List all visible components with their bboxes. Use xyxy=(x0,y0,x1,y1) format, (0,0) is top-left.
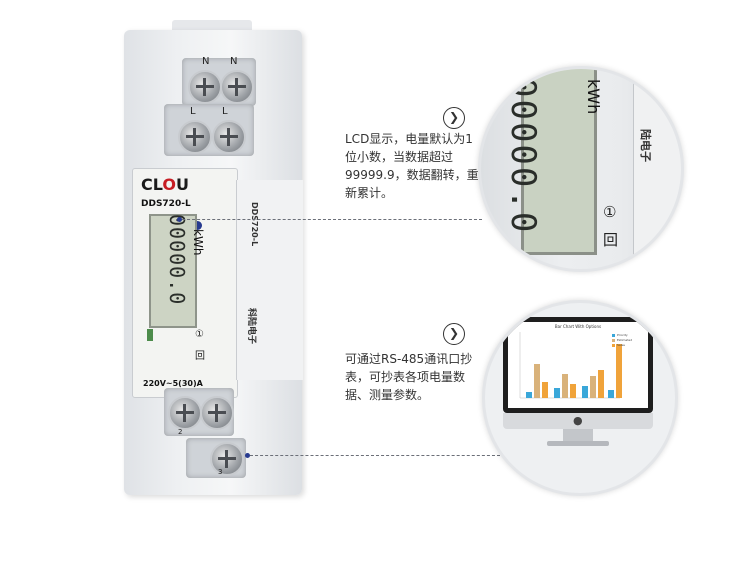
double-insulation-icon: 回 xyxy=(195,351,205,362)
arrow-right-icon: ❯ xyxy=(443,323,465,345)
terminal-label: L xyxy=(222,106,228,117)
screw-terminal-icon xyxy=(168,396,202,430)
lcd-description: LCD显示，电量默认为1位小数，当数据超过99999.9，数据翻转，重新累计。 xyxy=(345,132,479,200)
rating-label: 220V~5(30)A xyxy=(143,379,203,388)
legend-item: Estimated xyxy=(617,338,633,342)
zoom-company-label: 陆电子 xyxy=(639,129,652,162)
zoom-unit-label: kWh xyxy=(584,79,603,115)
bar-chart-graphic xyxy=(519,332,622,399)
top-terminal-block: N N xyxy=(182,56,256,106)
terminal-label: N xyxy=(230,56,238,67)
lcd-digits: 00000.0 xyxy=(165,214,189,306)
lcd-zoom-circle: 00000.0 kWh ① 回 陆电子 xyxy=(478,66,684,272)
monitor-display: Bar Chart With Options Prio xyxy=(508,322,648,408)
chart-legend: Priority Estimated Sales xyxy=(617,333,632,348)
zoom-lcd-display xyxy=(521,69,597,255)
leader-anchor-dot xyxy=(177,217,182,222)
model-label: DDS720-L xyxy=(141,199,191,209)
monitor-base xyxy=(547,441,609,446)
brand-logo: CLOU xyxy=(141,175,189,194)
terminal-label: 3 xyxy=(218,468,223,476)
chart-title: Bar Chart With Options xyxy=(554,324,602,329)
terminal-label: L xyxy=(190,106,196,117)
zoom-side-panel: 陆电子 xyxy=(633,69,681,259)
monitor-chin xyxy=(503,413,653,429)
meter-front-face: CLOU DDS720-L 00000.0 kWh ① 回 220V~5(30)… xyxy=(132,168,238,398)
unit-label: kWh xyxy=(191,229,205,256)
terminal-label: N xyxy=(202,56,210,67)
leader-anchor-dot xyxy=(245,453,250,458)
leader-line xyxy=(182,219,482,220)
rs485-description: 可通过RS-485通讯口抄表，可抄表各项电量数据、测量参数。 xyxy=(345,352,473,402)
monitor-zoom-circle: Bar Chart With Options Prio xyxy=(482,300,678,496)
leader-line xyxy=(250,455,500,456)
din-rail-energy-meter: N N L L CLOU DDS720-L 00000.0 kWh ① 回 22… xyxy=(118,20,308,495)
monitor-screen: Bar Chart With Options Prio xyxy=(503,317,653,413)
lcd-display: 00000.0 xyxy=(149,214,197,328)
pulse-led-icon xyxy=(193,221,202,230)
meter-side-panel: DDS720-L 科陆电子 xyxy=(236,180,303,380)
side-model-label: DDS720-L xyxy=(250,202,259,247)
meter-body: N N L L CLOU DDS720-L 00000.0 kWh ① 回 22… xyxy=(124,30,303,495)
legend-item: Priority xyxy=(617,333,628,337)
apple-logo-icon: ● xyxy=(573,414,583,427)
screw-terminal-icon xyxy=(178,120,212,154)
rs485-terminal-block: 3 xyxy=(186,438,246,478)
company-label: 科陆电子 xyxy=(246,308,256,345)
arrow-right-icon: ❯ xyxy=(443,107,465,129)
phase-icon: ① xyxy=(195,329,204,340)
screw-terminal-icon xyxy=(200,396,234,430)
mid-terminal-block: L L xyxy=(164,104,254,156)
green-indicator-icon xyxy=(147,329,153,341)
screw-terminal-icon xyxy=(188,70,222,104)
terminal-label: 2 xyxy=(178,428,183,436)
legend-item: Sales xyxy=(617,343,625,347)
screw-terminal-icon xyxy=(220,70,254,104)
double-insulation-icon: 回 xyxy=(603,231,619,249)
monitor-stand xyxy=(563,429,593,441)
zoom-lcd-digits: 00000.0 xyxy=(503,77,543,235)
bottom-terminal-block: 2 xyxy=(164,388,234,436)
screw-terminal-icon xyxy=(212,120,246,154)
phase-icon: ① xyxy=(603,203,617,221)
screw-terminal-icon xyxy=(210,442,244,476)
